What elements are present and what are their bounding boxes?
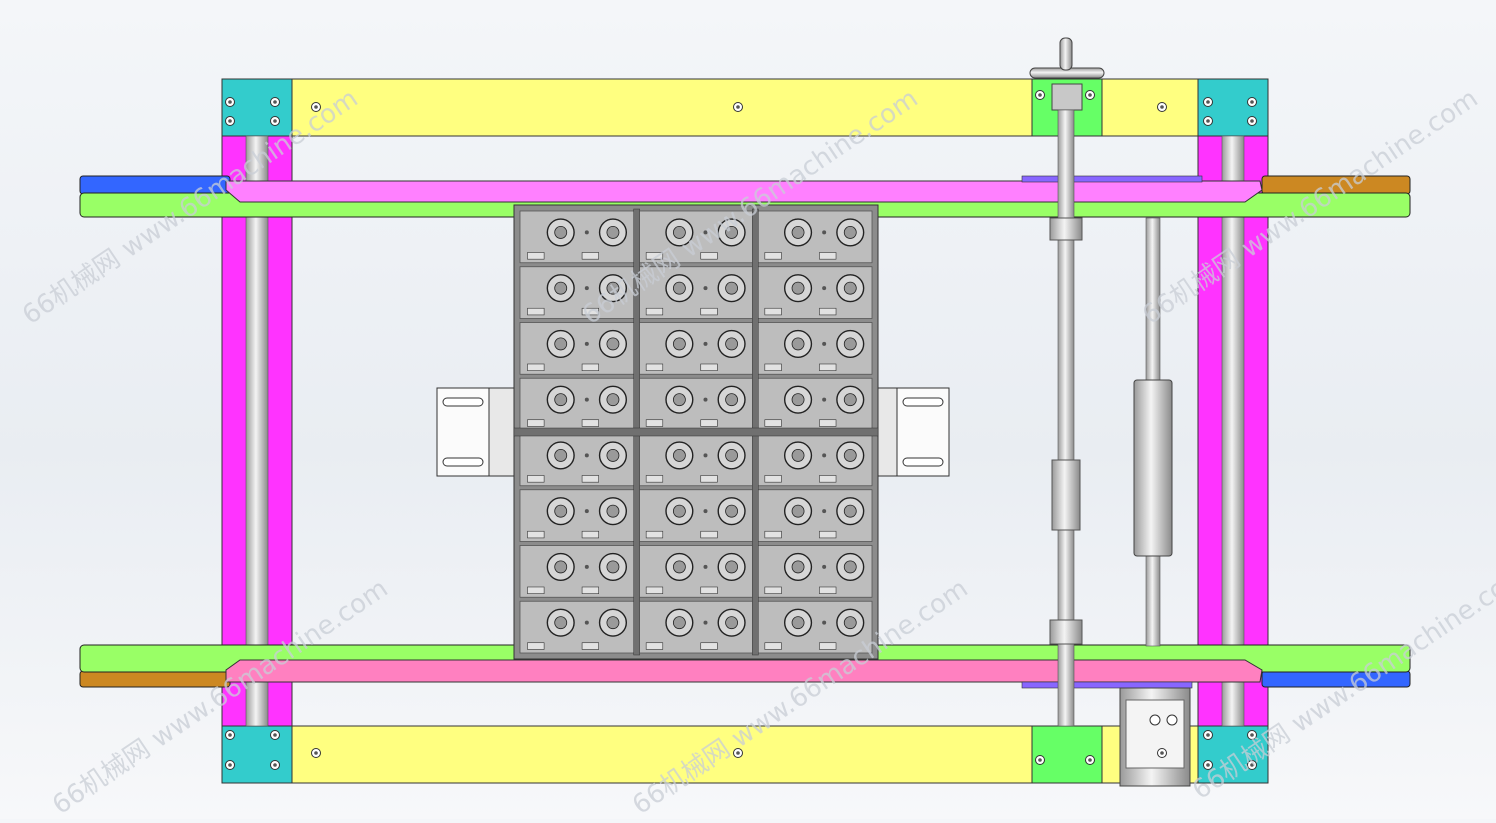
tray-cell xyxy=(519,266,636,319)
tray-cell xyxy=(519,489,636,542)
lead-screw-bearing-lower xyxy=(1049,619,1083,645)
lower-belt-clamp xyxy=(1021,681,1193,689)
tray-cell xyxy=(756,377,873,431)
tray-cell xyxy=(756,210,873,264)
air-cylinder-body xyxy=(1133,379,1173,557)
left-linear-guide-shaft xyxy=(245,135,269,727)
left-mounting-bracket xyxy=(436,387,518,477)
tray-cell xyxy=(519,377,636,431)
tray-cell xyxy=(519,322,636,375)
upper-conveyor-belt xyxy=(225,180,1263,203)
tray-cell xyxy=(638,433,754,487)
bearing-plate-bottom xyxy=(1031,725,1103,784)
lead-screw-nut-middle xyxy=(1051,459,1081,531)
tray-cell xyxy=(519,210,636,264)
tray-cell xyxy=(756,322,873,375)
beam-bolt-holes xyxy=(225,90,1257,770)
tray-cell xyxy=(756,433,873,487)
tray-cell xyxy=(519,600,636,654)
right-mounting-bracket xyxy=(875,387,950,477)
tray-cell xyxy=(756,489,873,542)
tray-cell xyxy=(756,545,873,598)
corner-block-top-right xyxy=(1197,78,1269,137)
tray-cell xyxy=(638,600,754,654)
tray-module-grid xyxy=(513,204,879,660)
tray-cell xyxy=(638,377,754,431)
tray-cell xyxy=(756,266,873,319)
tray-cell xyxy=(638,322,754,375)
tray-divider xyxy=(513,427,879,437)
tray-cell xyxy=(638,210,754,264)
tray-cell xyxy=(519,433,636,487)
right-linear-guide-shaft xyxy=(1221,135,1245,727)
handwheel xyxy=(1029,37,1105,111)
lower-conveyor-belt xyxy=(225,659,1263,683)
drive-motor xyxy=(1119,687,1191,787)
tray-cell xyxy=(638,489,754,542)
tray-cell xyxy=(638,545,754,598)
belt-end-bottom-left xyxy=(79,670,231,688)
tray-cell xyxy=(519,545,636,598)
top-frame-beam xyxy=(221,78,1269,137)
lead-screw-nut-upper xyxy=(1049,217,1083,241)
upper-belt-clamp xyxy=(1021,175,1203,183)
tray-cell xyxy=(756,600,873,654)
corner-block-top-left xyxy=(221,78,293,137)
lead-screw-shaft xyxy=(1057,109,1075,727)
